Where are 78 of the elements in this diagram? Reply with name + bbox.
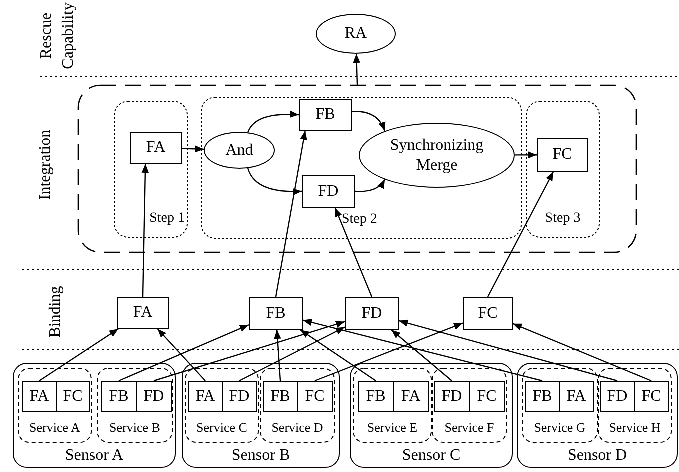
function-box: FD [222,381,257,412]
group-label: Service H [609,421,661,434]
sensor-group [13,363,176,468]
ellipse-node: RA [316,14,396,54]
service-group [185,368,259,443]
function-box: FA [393,381,429,412]
sensor-group [350,363,513,468]
arrow [352,111,386,132]
function-box: FD [136,381,172,412]
arrow [512,323,652,382]
service-group [18,368,92,443]
layer-label: Rescue Capability [37,2,78,72]
ellipse-node: And [204,132,275,169]
group-label: Service G [534,421,586,434]
arrow [398,320,618,382]
arrow [182,146,204,153]
function-box: FC [56,381,90,412]
service-group [522,368,598,443]
function-box: FD [434,381,470,412]
function-box: FA [559,381,594,412]
layer-label: Integration [38,130,54,200]
group-label: Sensor B [232,448,290,464]
function-box: FB [525,381,560,412]
step-group [526,101,600,238]
group-label: Sensor A [65,448,124,464]
arrow [142,164,150,298]
group-label: Step 1 [150,212,185,226]
arrow [354,179,386,192]
arrow [247,110,300,133]
ellipse-node: Synchronizing Merge [359,123,515,188]
group-label: Service A [30,421,80,434]
arrow [154,321,346,382]
service-group [353,368,432,443]
arrow [487,172,554,298]
group-label: Service E [367,421,418,434]
arrow [302,319,543,382]
service-group [598,368,672,443]
function-box: FB [358,381,394,412]
function-box: FA [22,381,57,412]
group-label: Service C [196,421,248,434]
function-box: FB [249,297,303,330]
group-label: Service F [444,421,494,434]
group-label: Sensor D [568,448,628,464]
function-box: FC [297,381,333,412]
function-box: FD [345,297,399,330]
function-box: FD [600,381,635,412]
group-label: Step 2 [342,213,378,227]
arrow [247,168,302,196]
arrow [275,130,308,298]
arrow [157,328,206,382]
function-box: FA [130,132,182,164]
function-box: FA [188,381,223,412]
sensor-group [517,363,678,468]
step-group [201,97,522,239]
function-box: FC [537,138,588,172]
arrow [353,54,360,86]
function-box: FC [463,297,513,330]
layer-label: Binding [48,286,64,338]
service-group [97,368,173,443]
function-box: FB [263,381,298,412]
function-box: FA [117,297,169,329]
arrow [274,330,282,382]
function-box: FC [634,381,669,412]
arrow [334,208,373,298]
group-label: Service B [110,421,160,434]
group-label: Sensor C [402,448,461,464]
service-group [260,368,335,443]
function-box: FD [302,175,355,208]
integration-frame [78,85,637,253]
step-group [114,101,188,238]
function-box: FB [101,381,137,412]
function-box: FB [299,99,352,131]
arrow [515,152,537,159]
group-label: Step 3 [545,212,581,226]
sensor-group [182,363,340,468]
group-label: Service D [272,421,324,434]
service-group [432,368,507,443]
function-box: FC [469,381,505,412]
